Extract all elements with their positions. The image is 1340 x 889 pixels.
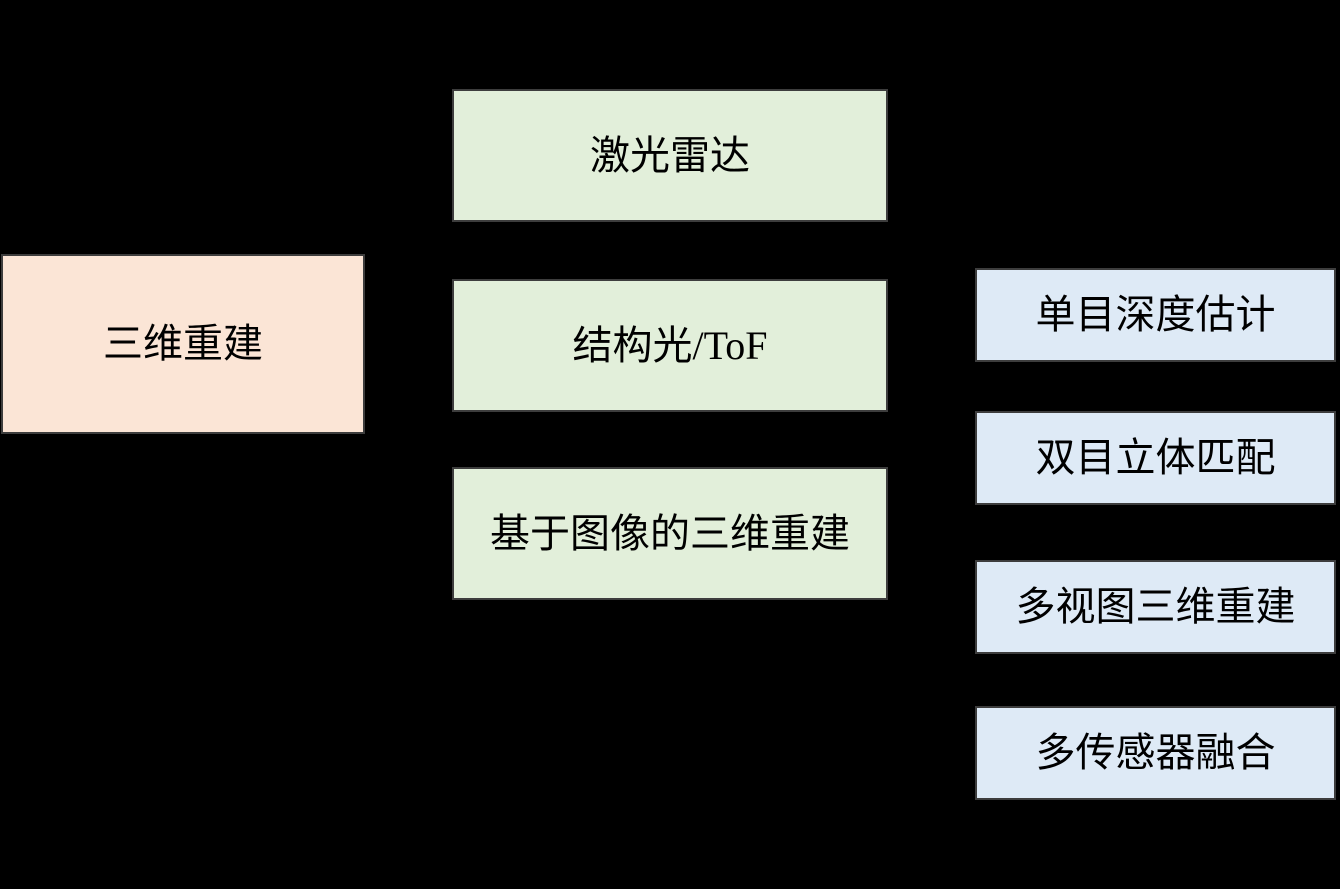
node-binocular-stereo-matching: 双目立体匹配 bbox=[975, 411, 1336, 505]
node-binocular-stereo-matching-label: 双目立体匹配 bbox=[1035, 435, 1276, 480]
node-monocular-depth-estimation: 单目深度估计 bbox=[975, 268, 1336, 362]
node-multiview-3d-reconstruction: 多视图三维重建 bbox=[975, 560, 1336, 654]
node-monocular-depth-estimation-label: 单目深度估计 bbox=[1035, 292, 1276, 337]
node-multisensor-fusion-label: 多传感器融合 bbox=[1035, 730, 1276, 775]
node-structured-light-tof-label: 结构光/ToF bbox=[572, 322, 768, 368]
node-lidar-label: 激光雷达 bbox=[590, 132, 750, 178]
node-image-based-3d-reconstruction-label: 基于图像的三维重建 bbox=[490, 510, 850, 556]
node-lidar: 激光雷达 bbox=[452, 89, 888, 222]
node-multisensor-fusion: 多传感器融合 bbox=[975, 706, 1336, 800]
node-multiview-3d-reconstruction-label: 多视图三维重建 bbox=[1015, 584, 1296, 629]
node-structured-light-tof: 结构光/ToF bbox=[452, 279, 888, 412]
node-3d-reconstruction-label: 三维重建 bbox=[103, 321, 263, 366]
node-3d-reconstruction: 三维重建 bbox=[1, 254, 365, 434]
node-image-based-3d-reconstruction: 基于图像的三维重建 bbox=[452, 467, 888, 600]
